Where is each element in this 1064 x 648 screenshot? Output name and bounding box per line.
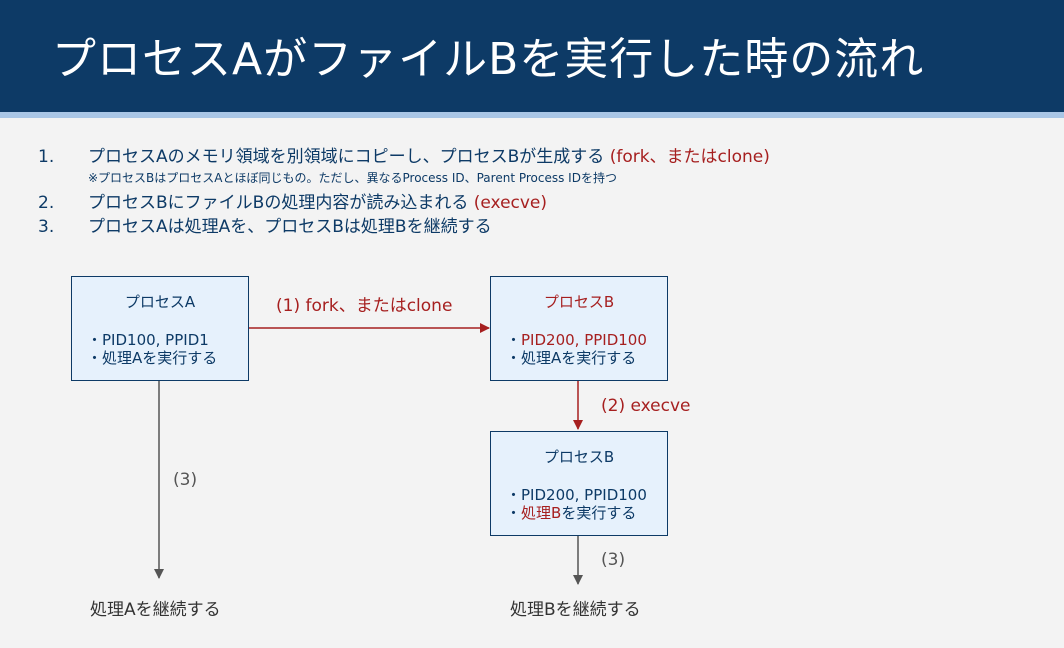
box-line: ・処理Aを実行する — [506, 349, 637, 367]
box-line: ・処理Aを実行する — [87, 349, 218, 367]
box-line: ・PID200, PPID100 — [506, 486, 647, 504]
continue-b-label: (3) — [601, 550, 626, 570]
process-b-exec-box: プロセスB ・PID200, PPID100 ・処理Bを実行する — [490, 431, 668, 536]
box-title: プロセスB — [543, 448, 615, 466]
step-number: 1. — [38, 147, 55, 167]
step-note: ※プロセスBはプロセスAとほぼ同じもの。ただし、異なるProcess ID、Pa… — [88, 171, 617, 185]
fork-label: (1) fork、またはclone — [276, 296, 453, 316]
process-a-box: プロセスA ・PID100, PPID1 ・処理Aを実行する — [71, 276, 249, 381]
box-line-rest: を実行する — [561, 504, 637, 522]
result-b: 処理Bを継続する — [510, 600, 641, 620]
bullet: ・ — [506, 504, 522, 522]
box-line: ・PID100, PPID1 — [87, 331, 209, 349]
result-a: 処理Aを継続する — [90, 600, 221, 620]
step-text: プロセスBにファイルBの処理内容が読み込まれる — [88, 193, 469, 213]
box-line: ・処理Bを実行する — [506, 504, 636, 523]
pid-text: PID200, PPID100 — [521, 331, 647, 349]
bullet: ・ — [506, 331, 522, 349]
step-command: (fork、またはclone) — [609, 147, 770, 167]
header-bar — [0, 0, 1064, 112]
slide-title: プロセスAがファイルBを実行した時の流れ — [52, 34, 925, 85]
step-text: プロセスAのメモリ領域を別領域にコピーし、プロセスBが生成する — [88, 147, 605, 167]
step-number: 2. — [38, 193, 55, 213]
box-line: ・PID200, PPID100 — [506, 331, 647, 350]
execve-label: (2) execve — [601, 396, 691, 416]
process-b-text: 処理B — [521, 504, 562, 522]
box-title: プロセスB — [543, 293, 615, 311]
step-command: (execve) — [473, 193, 548, 213]
header-rule — [0, 112, 1064, 118]
process-b-forked-box: プロセスB ・PID200, PPID100 ・処理Aを実行する — [490, 276, 668, 381]
step-text: プロセスAは処理Aを、プロセスBは処理Bを継続する — [88, 217, 492, 237]
step-number: 3. — [38, 217, 55, 237]
continue-a-label: (3) — [173, 470, 198, 490]
box-title: プロセスA — [124, 293, 196, 311]
